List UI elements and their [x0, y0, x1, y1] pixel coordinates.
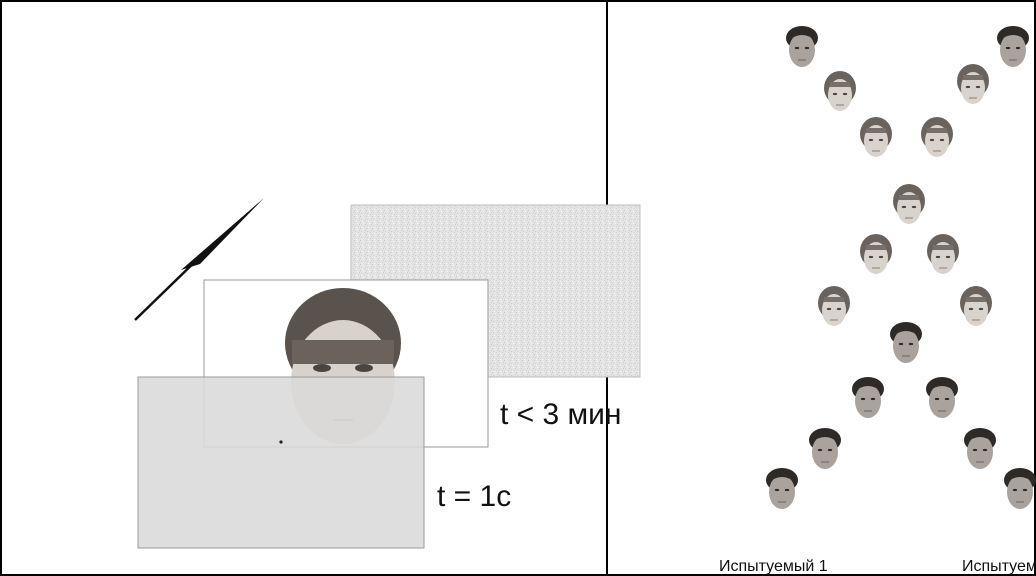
face-thumb: [892, 183, 926, 225]
face-thumb: [963, 427, 997, 470]
face-thumb: [926, 233, 960, 275]
face-thumb: [996, 25, 1030, 68]
time-arrow: [134, 198, 264, 321]
face-thumb: [920, 116, 954, 158]
face-thumb: [808, 427, 842, 470]
face-thumb: [956, 63, 990, 105]
face-thumb: [817, 285, 851, 327]
time-label-short: t = 1c: [437, 480, 511, 513]
right-panel: Испытуемый 1 Испытуемый 2: [719, 25, 1036, 575]
face-thumb: [851, 376, 885, 419]
face-thumb: [859, 233, 893, 275]
subject-2-label: Испытуемый 2: [962, 558, 1036, 575]
face-thumb: [823, 70, 857, 112]
face-thumb: [765, 467, 799, 510]
face-thumb: [925, 376, 959, 419]
face-thumb: [889, 321, 923, 364]
face-thumb: [785, 25, 819, 68]
fixation-card: [137, 376, 425, 549]
face-chain: [765, 25, 1036, 510]
subject-1-label: Испытуемый 1: [719, 558, 828, 575]
left-panel: t < 3 мин t = 1c: [134, 198, 641, 549]
face-thumb: [959, 285, 993, 327]
time-label-long: t < 3 мин: [500, 398, 622, 431]
face-thumb: [1003, 467, 1036, 510]
fixation-point: [279, 440, 283, 444]
face-thumb: [859, 116, 893, 158]
